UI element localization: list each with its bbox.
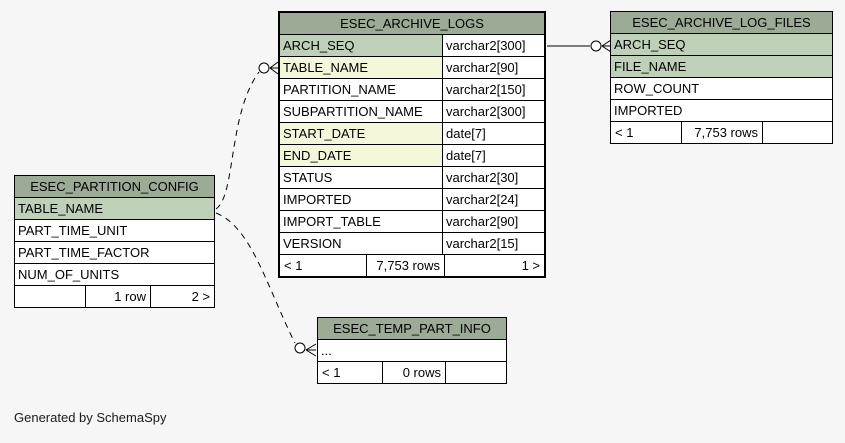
crowfoot-icon	[269, 61, 279, 75]
table-row: ARCH_SEQ	[611, 34, 832, 56]
column-name: END_DATE	[280, 145, 442, 166]
pager-prev	[15, 286, 86, 307]
column-name: PARTITION_NAME	[283, 82, 396, 97]
column-name: FILE_NAME	[611, 56, 832, 77]
pager-prev: < 1	[611, 122, 682, 143]
table-row: IMPORT_TABLE varchar2[90]	[280, 211, 544, 233]
edge-line	[215, 212, 296, 344]
table-row: SUBPARTITION_NAME varchar2[300]	[280, 101, 544, 123]
pager-next	[446, 362, 506, 383]
table-row: PART_TIME_FACTOR	[15, 242, 214, 264]
table-pager: 1 row 2 >	[15, 286, 214, 307]
edge-line	[215, 71, 260, 210]
table-row: FILE_NAME	[611, 56, 832, 78]
column-name: PART_TIME_UNIT	[18, 223, 128, 238]
table-row: NUM_OF_UNITS	[15, 264, 214, 286]
column-type: varchar2[90]	[442, 211, 544, 232]
table-row: IMPORTED varchar2[24]	[280, 189, 544, 211]
column-name: IMPORTED	[283, 192, 352, 207]
table-row: ...	[318, 340, 506, 362]
column-name: ARCH_SEQ	[611, 34, 832, 55]
column-name: SUBPARTITION_NAME	[283, 104, 423, 119]
column-name: IMPORT_TABLE	[283, 214, 381, 229]
generated-by-note: Generated by SchemaSpy	[14, 410, 167, 425]
pager-rowcount: 0 rows	[383, 362, 446, 383]
column-name: NUM_OF_UNITS	[18, 267, 120, 282]
table-pager: < 1 7,753 rows	[611, 122, 832, 143]
column-name: ROW_COUNT	[614, 81, 700, 96]
table-row: ARCH_SEQ varchar2[300]	[280, 35, 544, 57]
edge-partition-config-to-temp-part-info	[215, 212, 317, 357]
pager-rowcount: 7,753 rows	[367, 255, 445, 276]
column-name: TABLE_NAME	[15, 198, 214, 219]
table-esec-temp-part-info: ESEC_TEMP_PART_INFO ... < 1 0 rows	[317, 317, 507, 384]
column-type: varchar2[90]	[442, 57, 544, 78]
pager-next	[763, 122, 832, 143]
column-name: START_DATE	[280, 123, 442, 144]
column-type: varchar2[300]	[442, 101, 544, 122]
table-title-esec-archive-log-files[interactable]: ESEC_ARCHIVE_LOG_FILES	[611, 12, 832, 34]
zero-or-circle-icon	[294, 342, 306, 354]
column-type: varchar2[30]	[442, 167, 544, 188]
pager-prev: < 1	[318, 362, 383, 383]
edge-archive-logs-to-archive-log-files	[547, 39, 612, 53]
column-type: date[7]	[442, 145, 544, 166]
table-pager: < 1 0 rows	[318, 362, 506, 383]
table-esec-archive-log-files: ESEC_ARCHIVE_LOG_FILES ARCH_SEQ FILE_NAM…	[610, 11, 833, 144]
column-name: PART_TIME_FACTOR	[18, 245, 150, 260]
column-name: STATUS	[283, 170, 333, 185]
column-type: varchar2[15]	[442, 233, 544, 254]
table-esec-partition-config: ESEC_PARTITION_CONFIG TABLE_NAME PART_TI…	[14, 175, 215, 308]
table-row: STATUS varchar2[30]	[280, 167, 544, 189]
table-row: TABLE_NAME varchar2[90]	[280, 57, 544, 79]
pager-prev: < 1	[280, 255, 367, 276]
column-name: IMPORTED	[614, 103, 683, 118]
table-row: VERSION varchar2[15]	[280, 233, 544, 255]
zero-or-circle-icon	[590, 40, 602, 52]
table-esec-archive-logs: ESEC_ARCHIVE_LOGS ARCH_SEQ varchar2[300]…	[278, 11, 546, 278]
crowfoot-icon	[305, 343, 317, 357]
column-name: TABLE_NAME	[280, 57, 442, 78]
column-type: varchar2[24]	[442, 189, 544, 210]
table-pager: < 1 7,753 rows 1 >	[280, 255, 544, 276]
column-type: date[7]	[442, 123, 544, 144]
column-name: ARCH_SEQ	[280, 35, 442, 56]
table-row: END_DATE date[7]	[280, 145, 544, 167]
table-title-esec-partition-config[interactable]: ESEC_PARTITION_CONFIG	[15, 176, 214, 198]
table-row: START_DATE date[7]	[280, 123, 544, 145]
pager-rowcount: 1 row	[86, 286, 151, 307]
crowfoot-icon	[601, 39, 612, 53]
zero-or-circle-icon	[258, 62, 270, 74]
column-type: varchar2[150]	[442, 79, 544, 100]
pager-next: 2 >	[191, 289, 210, 304]
column-name: ...	[321, 343, 332, 358]
table-title-esec-archive-logs[interactable]: ESEC_ARCHIVE_LOGS	[280, 13, 544, 35]
table-row: IMPORTED	[611, 100, 832, 122]
pager-next: 1 >	[521, 258, 540, 273]
table-row: PART_TIME_UNIT	[15, 220, 214, 242]
pager-rowcount: 7,753 rows	[682, 122, 763, 143]
column-type: varchar2[300]	[442, 35, 544, 56]
column-name: VERSION	[283, 236, 342, 251]
table-row: TABLE_NAME	[15, 198, 214, 220]
table-title-esec-temp-part-info[interactable]: ESEC_TEMP_PART_INFO	[318, 318, 506, 340]
edge-partition-config-to-archive-logs	[215, 61, 279, 210]
table-row: PARTITION_NAME varchar2[150]	[280, 79, 544, 101]
table-row: ROW_COUNT	[611, 78, 832, 100]
